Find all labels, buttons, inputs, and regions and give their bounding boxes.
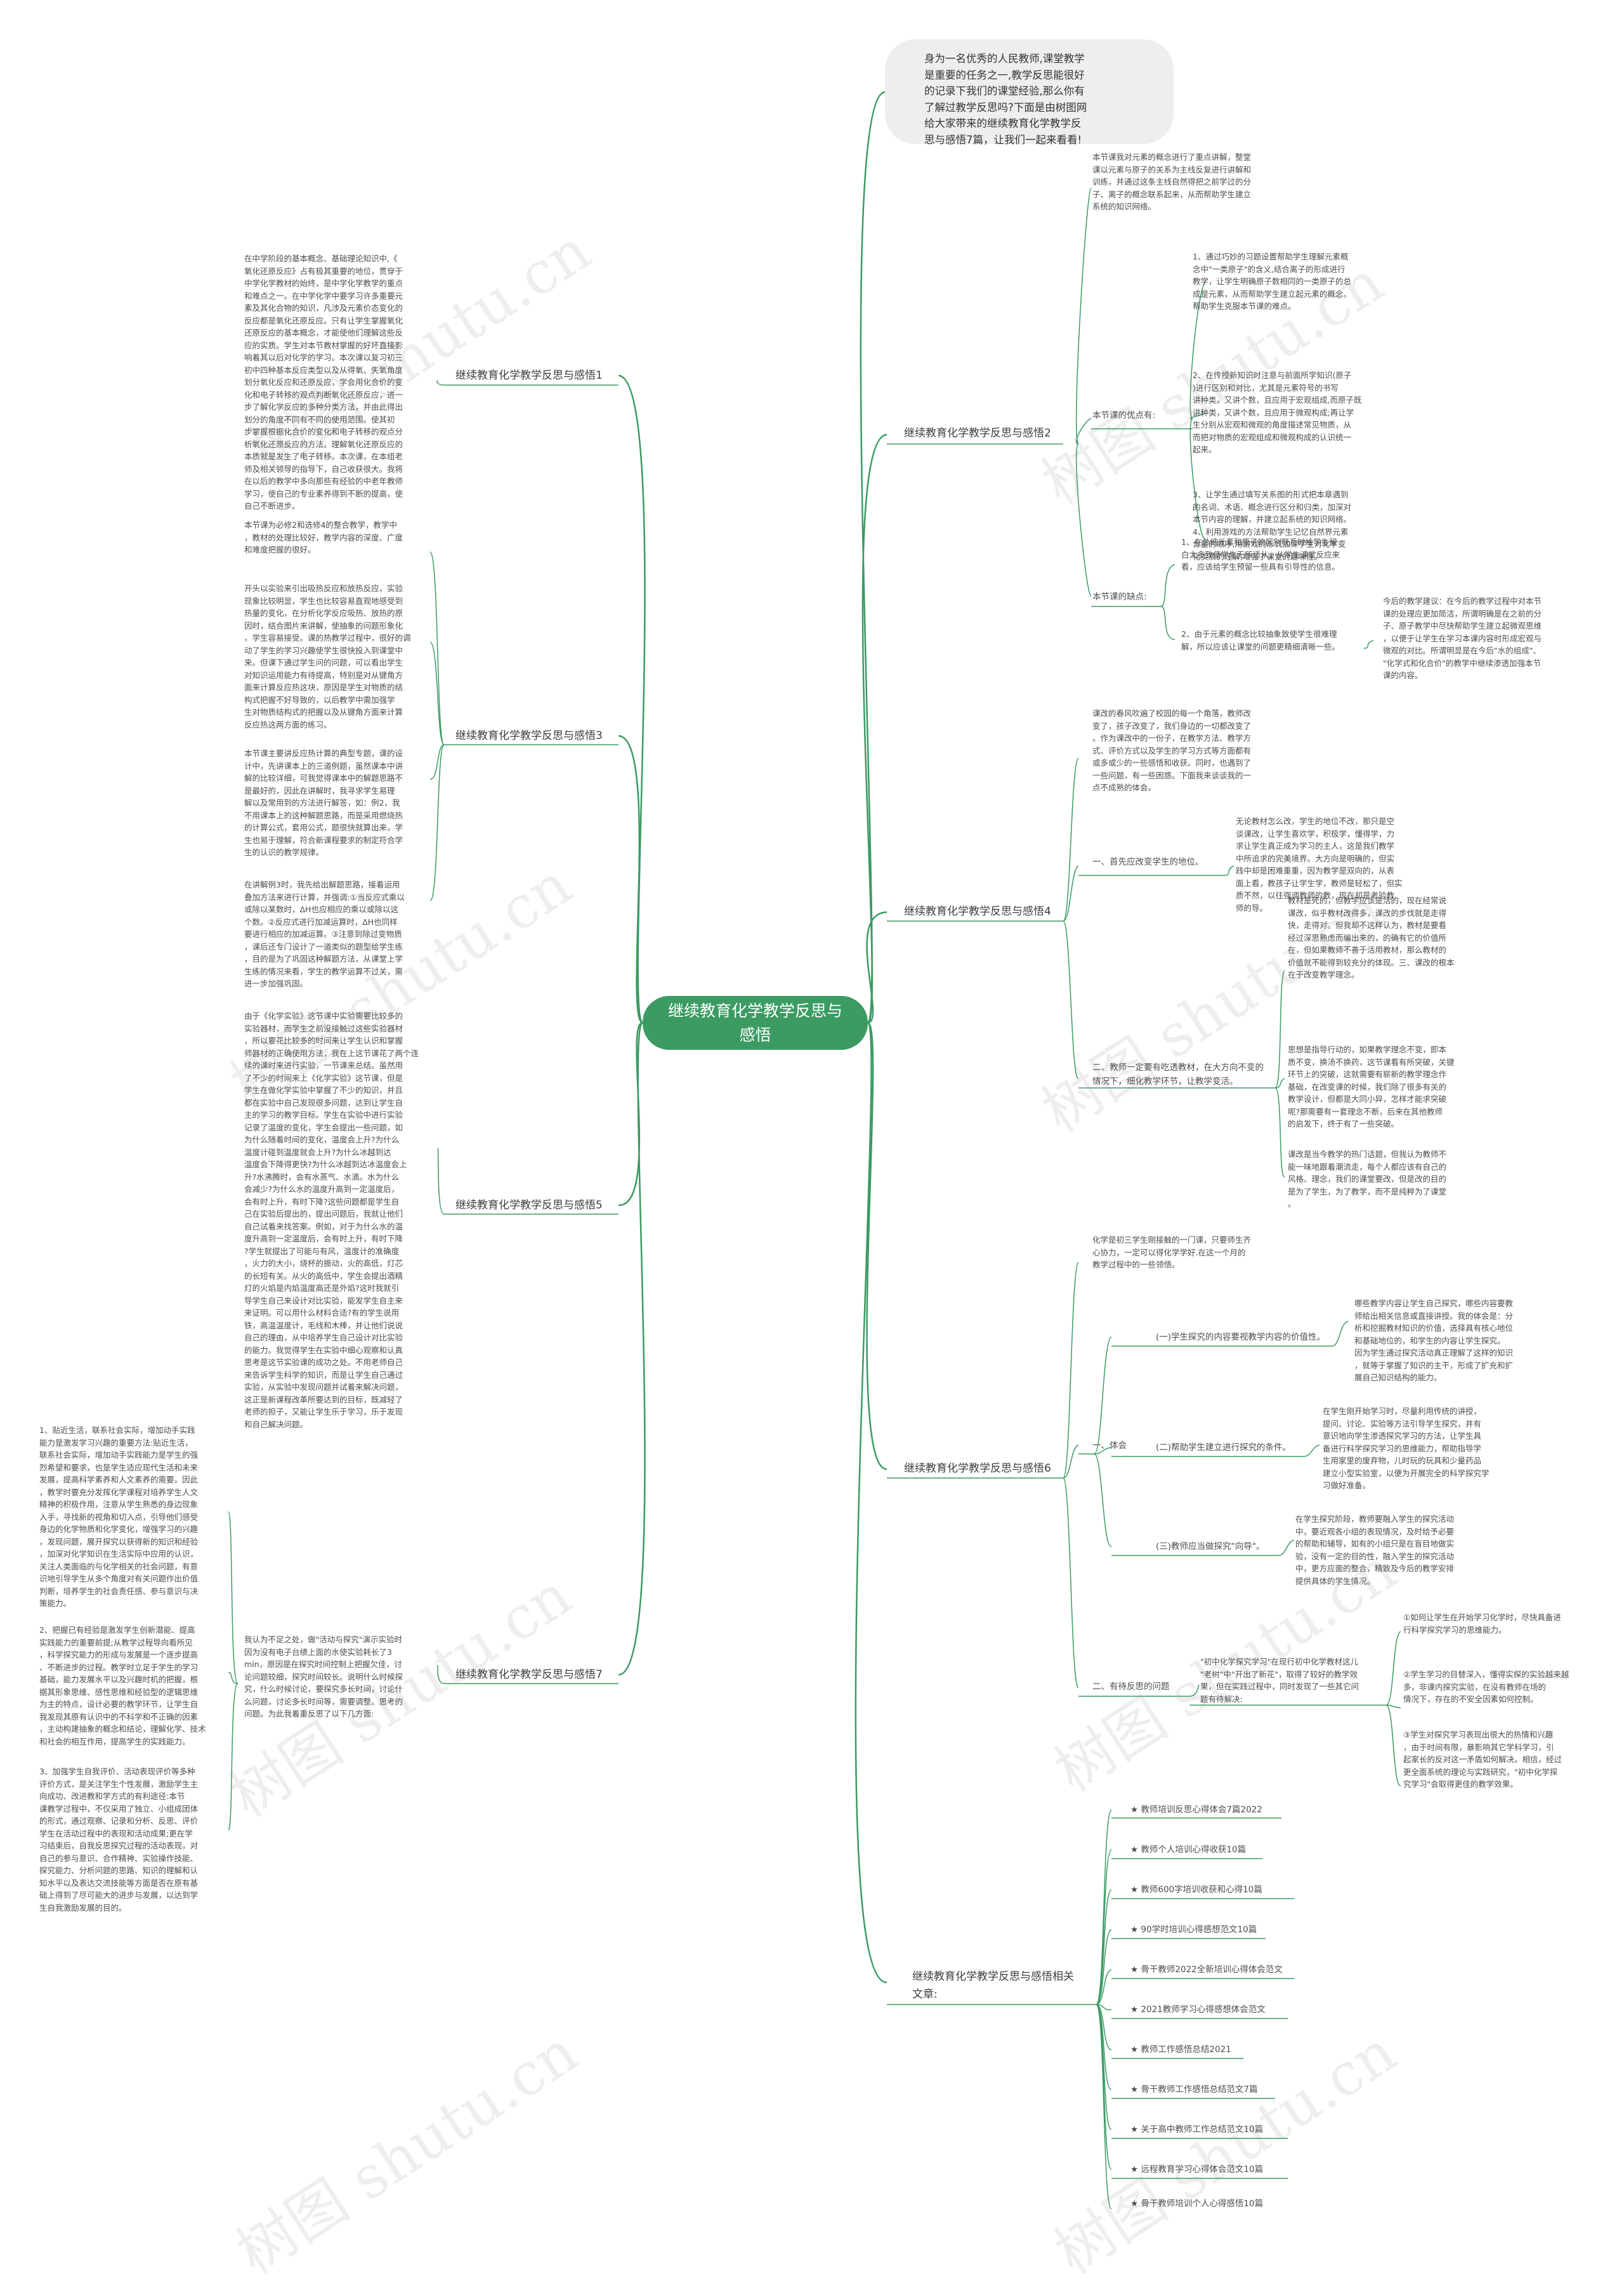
related-link[interactable]: ★ 教师600字培训收获和心得10篇 <box>1130 1885 1262 1895</box>
b6-exp-1-text: 哪些教学内容让学生自己探究，哪些内容要教 师给出相关信息或直接讲授。我的体会是：… <box>1354 1299 1514 1382</box>
b6-issue-1: ①如何让学生在开始学习化学时，尽快具备进 行科学探究学习的思维能力。 <box>1403 1613 1561 1635</box>
b2-cons-1: 1、在总结元素和原子的区别联系时给学生留 白太多致使学生无所适从，从学生课堂反应… <box>1181 537 1340 572</box>
branch-7[interactable]: 继续教育化学教学反思与感悟7 <box>455 1668 603 1681</box>
b2-pros-1: 1、通过巧妙的习题设置帮助学生理解元素概 念中"一类原子"的含义,结合离子的形成… <box>1193 252 1352 311</box>
main-connectors <box>618 91 887 1984</box>
b6-issue: "初中化学探究学习"在现行初中化学教材这儿 "老树"中"开出了新花"，取得了较好… <box>1200 1657 1359 1704</box>
related-link[interactable]: ★ 关于高中教师工作总结范文10篇 <box>1130 2124 1264 2135</box>
b6-intro: 化学是初三学生刚接触的一门课，只要师生齐 心协力，一定可以得化学学好.在这一个月… <box>1092 1235 1252 1269</box>
branch-related[interactable]: 继续教育化学教学反思与感悟相关 文章: <box>912 1970 1074 2001</box>
b4-point1-label: 一、首先应改变学生的地位。 <box>1092 857 1204 867</box>
b6-issue-label: 二、有待反思的问题 <box>1092 1682 1170 1692</box>
b3-para-4: 在讲解例3时，我先给出解题思路，接着运用 叠加方法来进行计算，并强调:①当反应式… <box>244 880 405 988</box>
branch-1[interactable]: 继续教育化学教学反思与感悟1 <box>455 369 603 382</box>
b4-point2-label: 二、教师一定要有吃透教材，在大方向不变的 情况下，细化教学环节，让教学变活。 <box>1092 1063 1264 1087</box>
b7-point-2: 2、把握已有经验是激发学生创新潜能、提高 实践能力的重要前提;从教学过程导向看所… <box>39 1625 206 1746</box>
b3-para-1: 本节课为必修2和选修4的整合教学，教学中 ，教材的处理比较好，教学内容的深度、广… <box>244 520 403 554</box>
b6-exp-label: 一、体会 <box>1092 1441 1127 1451</box>
branch-2[interactable]: 继续教育化学教学反思与感悟2 <box>904 427 1051 440</box>
b4-point1: 无论教材怎么改，学生的地位不改，那只是空 谈课改，让学生喜欢学，积极学，懂得学，… <box>1236 816 1403 913</box>
intro-bubble[interactable]: 身为一名优秀的人民教师,课堂教学 是重要的任务之一,教学反思能很好 的记录下我们… <box>885 39 1174 146</box>
related-link[interactable]: ★ 骨干教师2022全新培训心得体会范文 <box>1130 1965 1283 1975</box>
b4-point2-1: 教材是死的，但教学应该是活的，现在经常说 课改，似乎教材改得多，课改的步伐就是走… <box>1288 896 1455 979</box>
b4-point2-3: 课改是当今教学的热门话题，但我认为教师不 能一味地跟着潮流走，每个人都应该有自己… <box>1288 1149 1447 1208</box>
b7-point-3: 3、加强学生自我评价、活动表现评价等多种 评价方式，是关注学生个性发展，激励学生… <box>39 1767 199 1913</box>
b1-text: 在中学阶段的基本概念、基础理论知识中,《 氧化还原反应》占有极其重要的地位，贯穿… <box>244 254 403 511</box>
b4-point2-2: 思想是指导行动的，如果教学理念不变，即本 质不变，换汤不换药，这节课看有所突破，… <box>1288 1045 1455 1129</box>
b6-exp-1-label: (一)学生探究的内容要视教学内容的价值性。 <box>1156 1332 1326 1342</box>
b5-text: 由于《化学实验》这节课中实验需要比较多的 实验器材，而学生之前没接触过这些实验器… <box>244 1011 419 1429</box>
b6-exp-3-label: (三)教师应当做探究"向导"。 <box>1156 1541 1265 1552</box>
b6-exp-3-text: 在学生探究阶段，教师要融入学生的探究活动 中，要近观各小组的表现情况，及时给予必… <box>1295 1514 1455 1586</box>
b7-point-1: 1、贴近生活，联系社会实际，增加动手实践 能力是激发学习兴趣的重要方法:贴近生活… <box>39 1425 199 1608</box>
related-link[interactable]: ★ 骨干教师培训个人心得感悟10篇 <box>1130 2199 1264 2209</box>
sub-connectors <box>228 187 1401 2209</box>
branch-5[interactable]: 继续教育化学教学反思与感悟5 <box>455 1199 603 1212</box>
b6-issue-3: ③学生对探究学习表现出很大的热情和兴趣 ，由于时间有限，暴影响其它学科学习，引 … <box>1403 1730 1562 1789</box>
b4-intro: 课改的春风吹遍了校园的每一个角落，教师改 变了，孩子改变了，我们身边的一切都改变… <box>1092 709 1252 792</box>
b7-text: 我认为不足之处，做"活动与探究"演示实验时 因为没有电子台绩上面的水使实验耗长了… <box>244 1635 403 1718</box>
b6-issue-2: ②学生学习的目替深入，懂得实探的实验越来越 多，非课内探究实验，在没有教师在场的… <box>1403 1670 1569 1704</box>
connector-lines <box>228 91 1401 2209</box>
b2-cons-label: 本节课的缺点: <box>1092 592 1147 602</box>
related-link[interactable]: ★ 90学时培训心得感想范文10篇 <box>1130 1925 1257 1935</box>
branch-3[interactable]: 继续教育化学教学反思与感悟3 <box>455 730 603 742</box>
b2-cons-2: 2、由于元素的概念比较抽象致使学生很难理 解，所以应该让课堂的问题更精细清晰一些… <box>1181 629 1340 651</box>
b2-pros-2: 2、在传授新知识时注意与前面所学知识(原子 )进行区别和对比，尤其是元素符号的书… <box>1193 370 1362 454</box>
b2-advice: 今后的教学建议：在今后的教学过程中对本节 课的处理应更加简洁，所谓明确是在之前的… <box>1383 596 1542 680</box>
root-topic[interactable]: 继续教育化学教学反思与感悟 <box>643 996 868 1050</box>
b2-pros-label: 本节课的优点有: <box>1092 410 1156 421</box>
related-link[interactable]: ★ 2021教师学习心得感想体会范文 <box>1130 2005 1266 2015</box>
b2-summary: 本节课我对元素的概念进行了重点讲解，整堂 课以元素与原子的关系为主线反复进行讲解… <box>1092 152 1252 211</box>
b2-pros-3: 3、让学生通过填写关系图的形式把本章遇到 的名词、术语、概念进行区分和归类，加深… <box>1193 490 1352 561</box>
related-link[interactable]: ★ 远程教育学习心得体会范文10篇 <box>1130 2164 1264 2175</box>
b6-exp-2-text: 在学生刚开始学习时，尽量利用传统的讲授， 提问、讨论、实验等方法引导学生探究，并… <box>1323 1406 1490 1490</box>
related-link[interactable]: ★ 教师个人培训心得收获10篇 <box>1130 1845 1247 1855</box>
branch-6[interactable]: 继续教育化学教学反思与感悟6 <box>904 1462 1051 1475</box>
related-link[interactable]: ★ 骨干教师工作感悟总结范文7篇 <box>1130 2084 1258 2095</box>
related-link[interactable]: ★ 教师工作感悟总结2021 <box>1130 2045 1231 2055</box>
branch-4[interactable]: 继续教育化学教学反思与感悟4 <box>904 905 1051 918</box>
b3-para-2: 开头以实验来引出吸热反应和放热反应，实验 现象比较明显，学生也比较容易直观地感受… <box>244 584 411 730</box>
b3-para-3: 本节课主要讲反应热计算的典型专题，课的设 计中，先讲课本上的三道例题，虽然课本中… <box>244 749 403 857</box>
b6-exp-2-label: (二)帮助学生建立进行探究的条件。 <box>1156 1443 1292 1453</box>
related-link[interactable]: ★ 教师培训反思心得体会7篇2022 <box>1130 1805 1262 1815</box>
